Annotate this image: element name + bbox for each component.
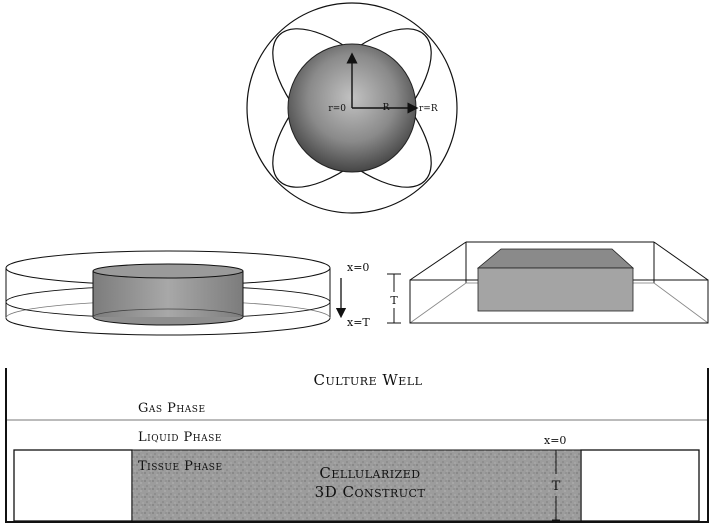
label-thickness-T: T <box>390 294 398 307</box>
box-construct-top <box>476 248 635 269</box>
box-top-right-edge <box>653 241 709 281</box>
construct-label-line2: 3D Construct <box>315 483 426 501</box>
cylinder-dish-diagram: x=0 x=T <box>5 250 370 336</box>
box-bottom-left-edge <box>409 282 467 324</box>
well-title: Culture Well <box>314 371 423 389</box>
box-construct-front <box>477 267 634 312</box>
well-thickness-label: T <box>552 479 561 494</box>
label-radius: R <box>383 103 390 113</box>
left-ring-insert <box>13 449 133 522</box>
right-ring-insert <box>580 449 700 522</box>
label-x-zero: x=0 <box>347 261 369 274</box>
construct-cylinder-base-back <box>92 308 244 318</box>
thickness-bracket: T <box>387 273 401 324</box>
construct-cylinder-bottom <box>92 316 244 326</box>
tissue-construct <box>131 449 582 522</box>
label-r-surface: r=R <box>419 104 438 114</box>
label-x-thickness: x=T <box>347 316 370 329</box>
rectangular-well-diagram <box>409 241 709 324</box>
gas-phase-label: Gas Phase <box>138 401 206 416</box>
sphere-diagram: r=0 R r=R <box>246 2 458 214</box>
tissue-phase-label: Tissue Phase <box>138 459 223 474</box>
outer-circle <box>246 2 458 214</box>
culture-well-diagram: Culture Well Gas Phase Liquid Phase Tiss… <box>5 368 709 523</box>
dish-bottom-front <box>5 317 331 336</box>
liquid-phase-label: Liquid Phase <box>138 430 222 445</box>
box-top-left-edge <box>409 241 467 281</box>
well-x-zero-label: x=0 <box>544 434 566 447</box>
label-r-zero: r=0 <box>328 104 346 114</box>
construct-cylinder-top <box>92 263 244 279</box>
box-bottom-right-edge <box>653 282 709 324</box>
construct-label-line1: Cellularized <box>319 464 420 482</box>
